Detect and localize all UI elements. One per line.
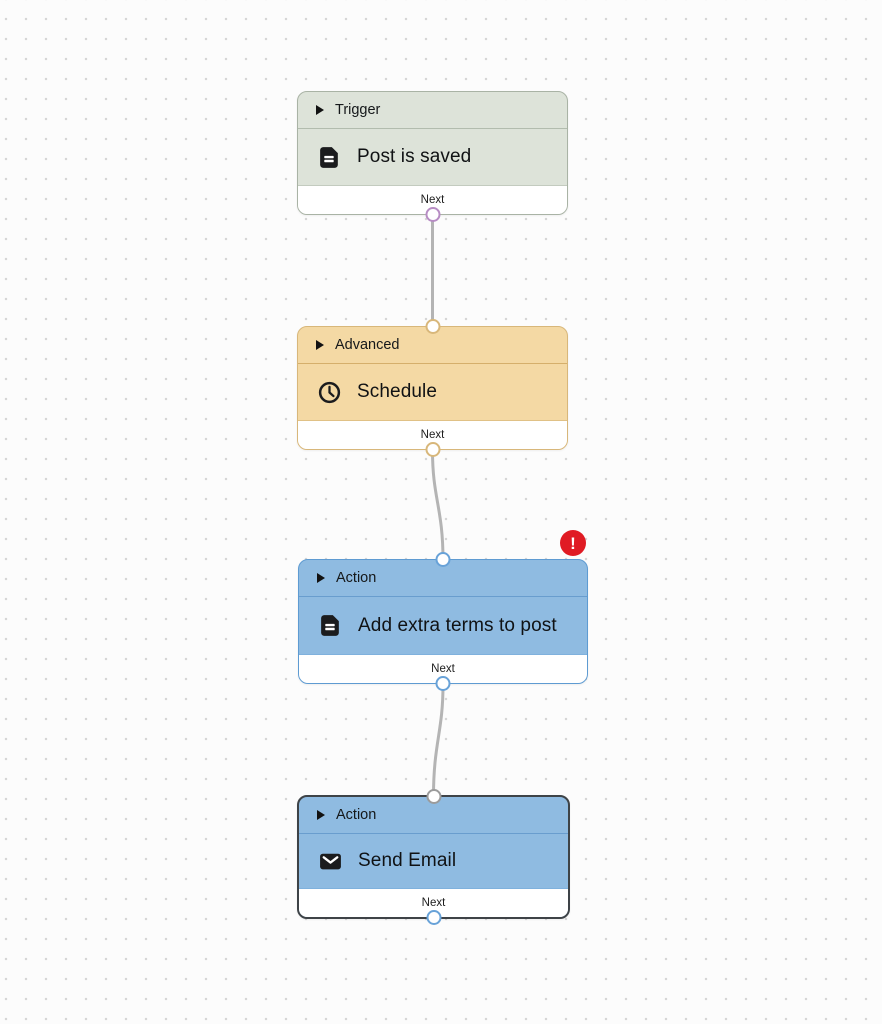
node-advanced-schedule[interactable]: Advanced Schedule Next — [297, 319, 568, 457]
node-body[interactable]: Send Email — [299, 834, 568, 888]
input-port[interactable] — [435, 552, 451, 567]
edge-action1-to-action2 — [432, 683, 445, 798]
expand-arrow-icon[interactable] — [317, 573, 325, 583]
node-category-header[interactable]: Action — [299, 797, 568, 834]
node-body[interactable]: Post is saved — [298, 129, 567, 185]
error-badge[interactable]: ! — [560, 530, 586, 556]
node-trigger-post-is-saved[interactable]: Trigger Post is saved Next — [297, 91, 568, 222]
input-port[interactable] — [426, 789, 441, 804]
node-title: Post is saved — [357, 146, 472, 167]
node-category-label: Trigger — [335, 102, 381, 118]
document-icon — [318, 613, 343, 638]
document-icon — [317, 145, 342, 170]
node-action-add-extra-terms[interactable]: Action Add extra terms to post Next ! — [298, 530, 588, 691]
node-footer: Next — [298, 185, 567, 214]
envelope-icon — [318, 849, 343, 874]
output-port[interactable] — [425, 207, 440, 222]
clock-icon — [317, 380, 342, 405]
node-category-label: Advanced — [335, 337, 400, 353]
next-label: Next — [420, 194, 445, 206]
node-body[interactable]: Add extra terms to post — [299, 597, 587, 654]
expand-arrow-icon[interactable] — [317, 810, 325, 820]
output-port[interactable] — [435, 676, 451, 691]
node-action-send-email[interactable]: Action Send Email Next — [297, 789, 570, 925]
node-title: Schedule — [357, 381, 438, 402]
node-category-header[interactable]: Action — [299, 560, 587, 597]
input-port[interactable] — [425, 319, 440, 334]
node-category-label: Action — [336, 807, 377, 823]
edge-advanced-to-action1 — [431, 449, 445, 562]
next-label: Next — [421, 897, 446, 909]
node-title: Add extra terms to post — [358, 614, 557, 636]
node-title: Send Email — [358, 850, 457, 871]
expand-arrow-icon[interactable] — [316, 340, 324, 350]
node-category-label: Action — [336, 570, 377, 586]
next-label: Next — [420, 429, 445, 441]
node-body[interactable]: Schedule — [298, 364, 567, 420]
exclamation-icon: ! — [570, 533, 576, 553]
next-label: Next — [431, 663, 455, 675]
node-category-header[interactable]: Advanced — [298, 327, 567, 364]
expand-arrow-icon[interactable] — [316, 105, 324, 115]
output-port[interactable] — [426, 910, 441, 925]
node-category-header[interactable]: Trigger — [298, 92, 567, 129]
output-port[interactable] — [425, 442, 440, 457]
